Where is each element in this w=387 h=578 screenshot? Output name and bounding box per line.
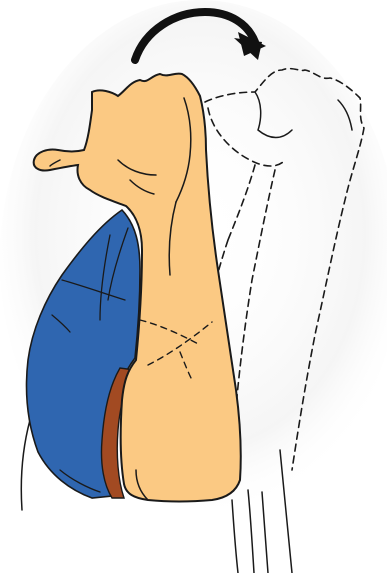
illustration bbox=[0, 0, 387, 573]
anatomy-diagram bbox=[0, 0, 387, 573]
